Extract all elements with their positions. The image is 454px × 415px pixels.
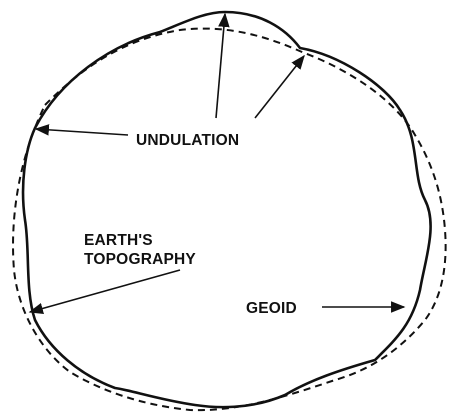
undulation-arrow-topright	[254, 54, 305, 119]
undulation-label: UNDULATION	[136, 132, 239, 149]
earths-topography-label-line1: EARTH'S	[84, 232, 153, 249]
geoid-outline	[12, 27, 447, 412]
topography-arrow	[28, 269, 181, 315]
earth-topography-outline	[21, 10, 432, 409]
undulation-arrow-left	[34, 124, 129, 136]
earths-topography-label-line2: TOPOGRAPHY	[84, 251, 196, 268]
undulation-arrow-top	[215, 12, 230, 119]
geoid-label: GEOID	[246, 300, 297, 317]
